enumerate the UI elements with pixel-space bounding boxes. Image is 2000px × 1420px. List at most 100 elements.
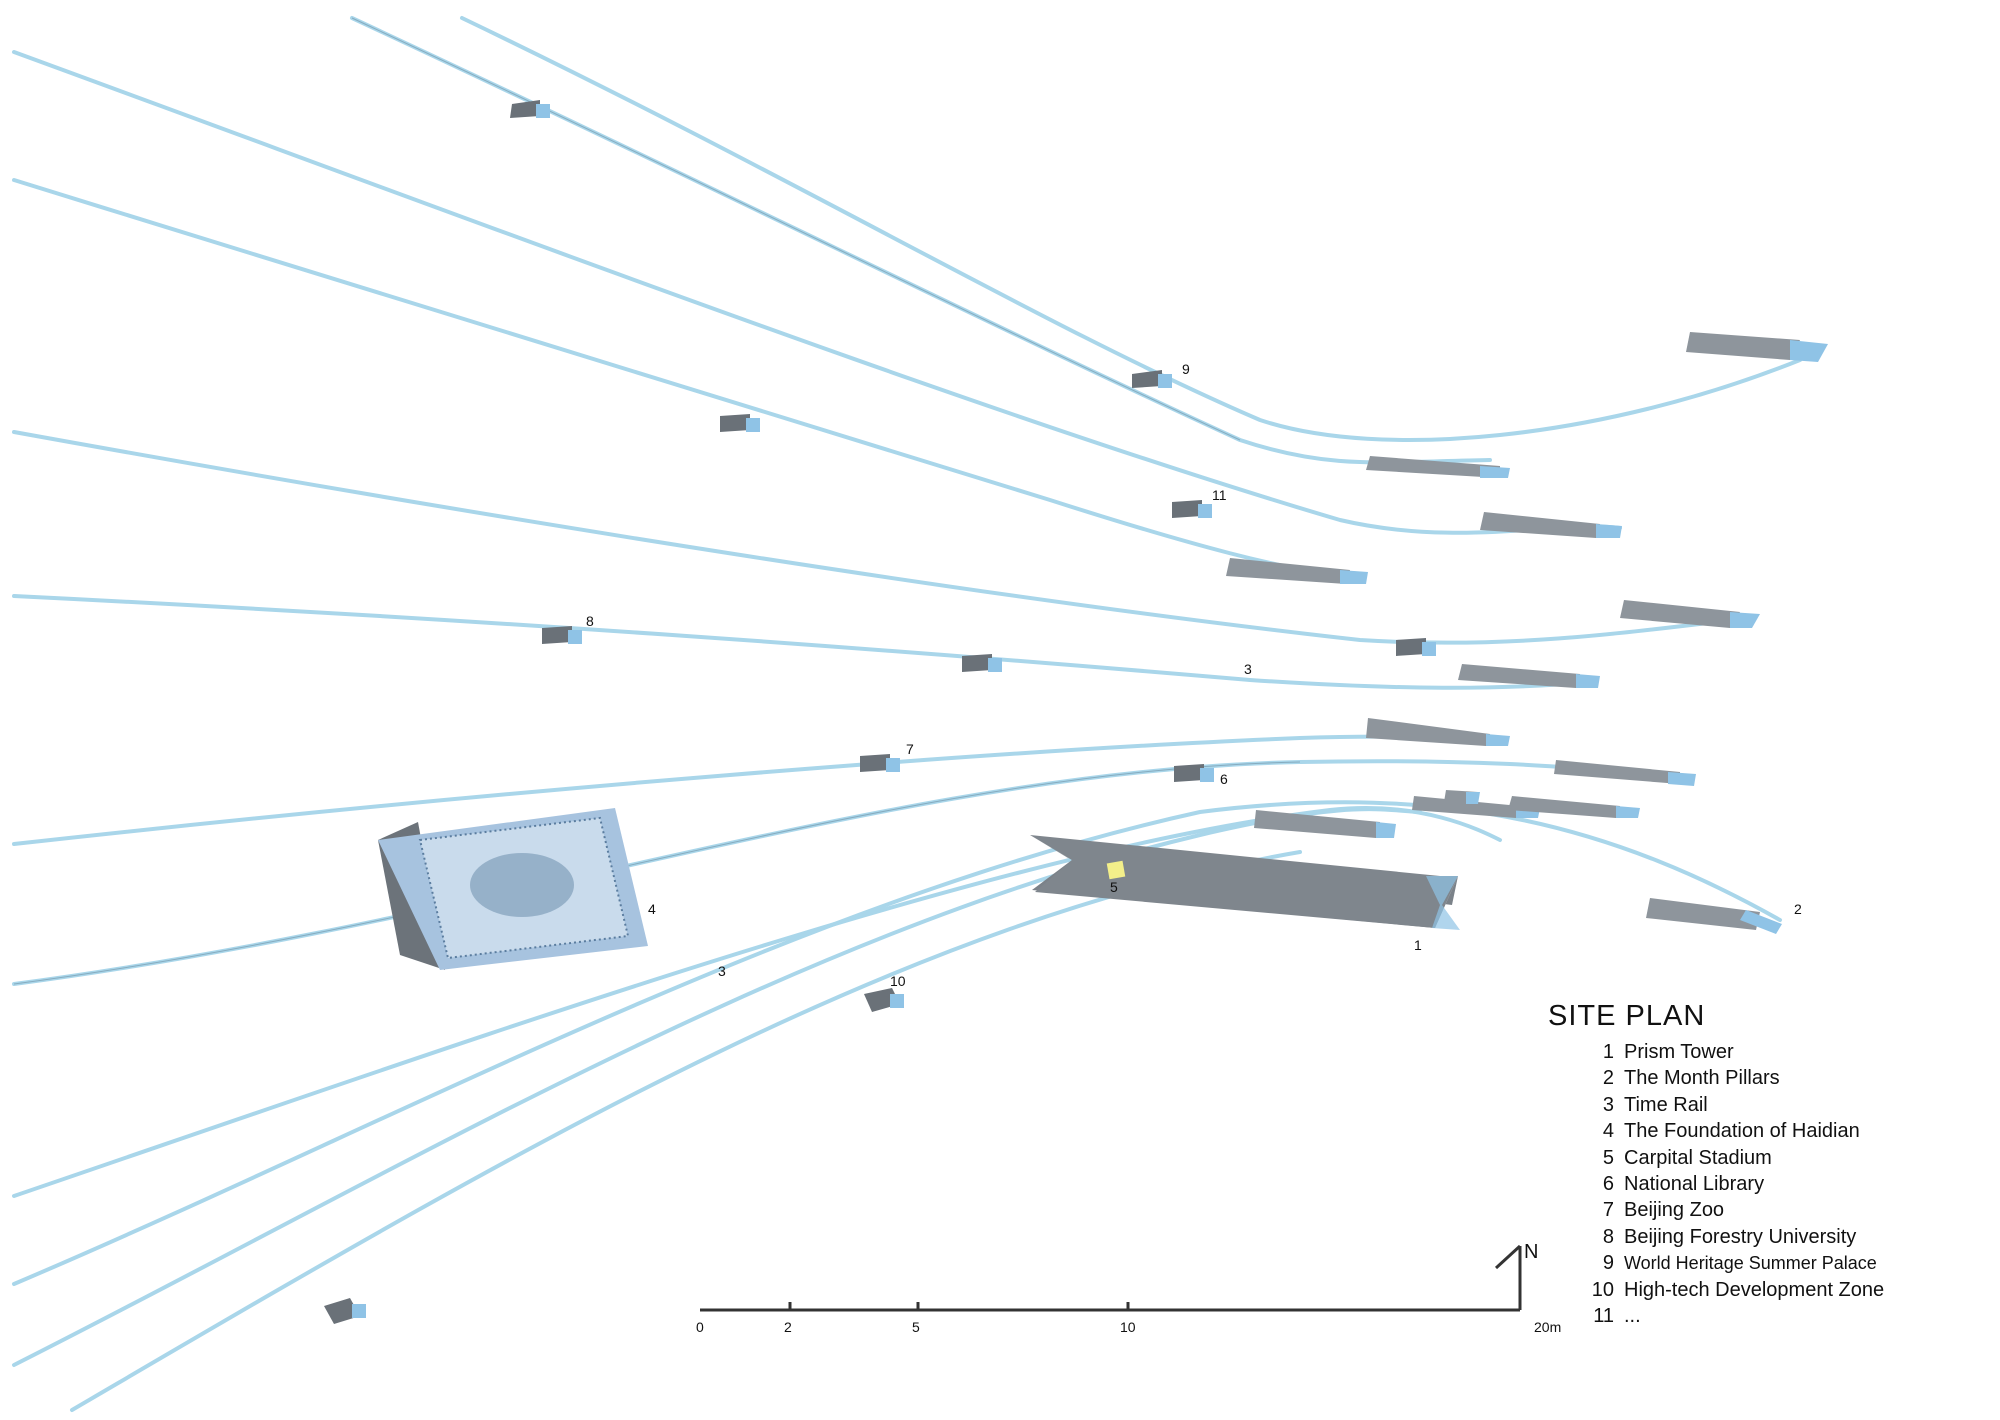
legend-number: 2 [1602,1067,1614,1090]
legend-number: 6 [1602,1173,1614,1196]
prism-tower-end [1426,876,1460,930]
label-9: 9 [1182,361,1190,377]
legend-number: 1 [1602,1041,1614,1063]
marker-6-end [1200,768,1214,782]
foundation-of-haidian [378,808,648,970]
legend-text: National Library [1624,1173,1765,1196]
legend-text: The Month Pillars [1624,1067,1780,1090]
scale-label-20m: 20m [1534,1319,1561,1335]
label-3-east: 3 [1244,661,1252,677]
north-label: N [1524,1241,1538,1263]
scale-bar: 0 2 5 10 20m N [696,1241,1561,1335]
marker-7-end [886,758,900,772]
label-8: 8 [586,613,594,629]
legend-text: Beijing Forestry University [1624,1225,1857,1248]
pavilion-e [1620,600,1740,628]
pavilion-a [1686,332,1800,360]
pavilion-f [1458,664,1580,688]
pavilion-b [1366,456,1500,478]
pavilion-h [1554,760,1680,784]
legend-number: 3 [1602,1093,1614,1116]
pavilion-g-end [1486,734,1510,746]
pavilion-l-end [1466,792,1480,804]
pavilion-i [1412,796,1520,818]
pavilion-j [1508,796,1620,818]
north-arrow-head [1494,1244,1522,1270]
time-rails [12,16,1802,1412]
rail-edge-2 [13,761,1301,985]
legend-item: 11... [1584,1303,1884,1329]
foundation-core [470,853,574,917]
pavilion-k-end [1376,822,1396,838]
label-10: 10 [890,973,906,989]
legend-item: 6 National Library [1584,1171,1884,1197]
marker-8-end [568,630,582,644]
prism-tower-face [1030,835,1458,928]
legend-text: The Foundation of Haidian [1624,1120,1860,1143]
legend-item: 5 Carpital Stadium [1584,1145,1884,1171]
rail-4 [12,178,1352,580]
legend-number: 9 [1602,1252,1614,1275]
rail-5 [12,430,1754,645]
label-6: 6 [1220,771,1228,787]
pavilion-f-end [1576,674,1600,688]
marker-10-end [890,994,904,1008]
legend-item: 9 World Heritage Summer Palace [1584,1250,1884,1276]
marker-7 [860,754,890,772]
marker-top [510,100,540,118]
pavilion-month [1646,898,1760,930]
label-4: 4 [648,901,656,917]
carpital-stadium-marker [1106,860,1126,880]
pavilion-c [1480,512,1600,538]
pavilion-k [1254,810,1380,838]
marker-mid-end [746,418,760,432]
pavilion-a-end [1790,340,1828,362]
legend-number: 8 [1602,1225,1614,1248]
legend-number: 4 [1602,1120,1614,1143]
marker-east-end [1422,642,1436,656]
marker-mid [720,414,750,432]
legend-text: World Heritage Summer Palace [1624,1253,1877,1274]
marker-9 [1132,370,1162,388]
rail-10 [12,800,1782,1286]
pavilion-c-end [1596,524,1622,538]
legend-text: Carpital Stadium [1624,1146,1772,1169]
legend-item: 8 Beijing Forestry University [1584,1224,1884,1250]
marker-6 [1174,764,1204,782]
pavilions [324,100,1828,1324]
marker-top-end [536,104,550,118]
marker-11 [1172,500,1202,518]
rail-12 [70,850,1302,1412]
scale-label-5: 5 [912,1319,920,1335]
pavilion-j-end [1616,806,1640,818]
label-7: 7 [906,741,914,757]
marker-center [962,654,992,672]
label-5: 5 [1110,879,1118,895]
marker-center-end [988,658,1002,672]
pavilion-month-end [1740,910,1782,934]
legend-text: High-tech Development Zone [1624,1278,1885,1301]
prism-tower [1030,835,1460,930]
marker-east [1396,638,1426,656]
marker-sw [324,1298,360,1324]
pavilion-g [1366,718,1490,746]
label-11: 11 [1212,487,1227,503]
legend-text: Beijing Zoo [1624,1199,1725,1222]
rail-6 [12,594,1592,690]
legend-item: 1 Prism Tower [1584,1039,1884,1065]
marker-11-end [1198,504,1212,518]
legend-number: 5 [1602,1146,1614,1169]
legend-text: Prism Tower [1624,1041,1734,1063]
legend-title: SITE PLAN [1548,1000,1706,1032]
pavilion-h-end [1668,772,1696,786]
legend-number: 11 [1593,1305,1614,1328]
rail-3 [12,50,1622,535]
map-labels: 1 2 3 3 4 5 6 7 8 9 10 11 [586,361,1802,989]
rail-11 [12,807,1422,1367]
marker-8 [542,626,572,644]
rail-2 [460,16,1802,442]
